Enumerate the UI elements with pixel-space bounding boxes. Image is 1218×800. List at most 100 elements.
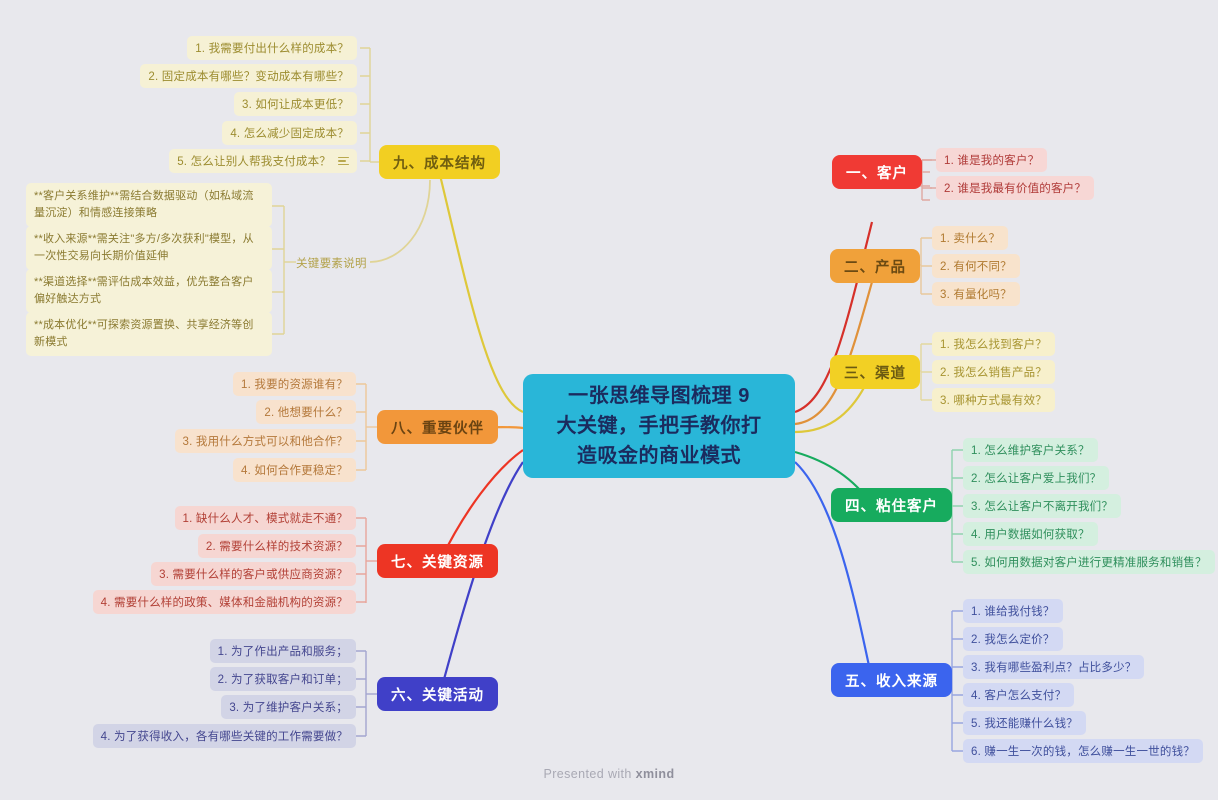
- leaf-revenue-4[interactable]: 4. 客户怎么支付？: [963, 683, 1075, 707]
- notes-icon[interactable]: [338, 156, 349, 166]
- leaf-text: 5. 怎么让别人帮我支付成本？: [177, 156, 331, 168]
- central-line-2: 大关键，手把手教你打: [556, 415, 762, 437]
- branch-cost[interactable]: 九、成本结构: [379, 145, 500, 179]
- leaf-revenue-1[interactable]: 1. 谁给我付钱？: [963, 599, 1063, 623]
- leaf-stickiness-4[interactable]: 4. 用户数据如何获取？: [963, 522, 1098, 546]
- leaf-resources-3[interactable]: 3. 需要什么样的客户或供应商资源？: [151, 562, 356, 586]
- leaf-partners-3[interactable]: 3. 我用什么方式可以和他合作？: [174, 429, 356, 453]
- note-item-1[interactable]: **客户关系维护**需结合数据驱动（如私域流量沉淀）和情感连接策略: [26, 183, 272, 227]
- leaf-text: 2. 他想要什么？: [264, 407, 348, 419]
- notes-group-label[interactable]: 关键要素说明: [296, 255, 367, 271]
- leaf-partners-4[interactable]: 4. 如何合作更稳定？: [233, 458, 356, 482]
- branch-resources-label: 七、关键资源: [391, 554, 484, 571]
- leaf-channel-3[interactable]: 3. 哪种方式最有效？: [932, 388, 1055, 412]
- leaf-text: 2. 需要什么样的技术资源？: [205, 541, 348, 553]
- leaf-channel-1[interactable]: 1. 我怎么找到客户？: [932, 332, 1055, 356]
- leaf-cost-2[interactable]: 2. 固定成本有哪些？变动成本有哪些？: [140, 64, 357, 88]
- leaf-cost-4[interactable]: 4. 怎么减少固定成本？: [222, 121, 357, 145]
- leaf-partners-2[interactable]: 2. 他想要什么？: [256, 400, 356, 424]
- footer-prefix: Presented with: [543, 767, 636, 781]
- leaf-text: 3. 为了维护客户关系；: [229, 702, 348, 714]
- leaf-activities-4[interactable]: 4. 为了获得收入，各有哪些关键的工作需要做？: [92, 724, 356, 748]
- leaf-text: 4. 需要什么样的政策、媒体和金融机构的资源？: [100, 597, 348, 609]
- leaf-cost-5[interactable]: 5. 怎么让别人帮我支付成本？: [169, 149, 357, 173]
- branch-customer-label: 一、客户: [846, 165, 908, 182]
- leaf-product-1[interactable]: 1. 卖什么？: [932, 226, 1009, 250]
- branch-stickiness[interactable]: 四、粘住客户: [831, 488, 952, 522]
- leaf-text: 2. 固定成本有哪些？变动成本有哪些？: [148, 71, 349, 83]
- leaf-text: 3. 怎么让客户不离开我们？: [971, 501, 1114, 513]
- branch-activities-label: 六、关键活动: [391, 687, 484, 704]
- leaf-stickiness-1[interactable]: 1. 怎么维护客户关系？: [963, 438, 1098, 462]
- leaf-text: 1. 我怎么找到客户？: [940, 339, 1047, 351]
- leaf-cost-3[interactable]: 3. 如何让成本更低？: [234, 92, 357, 116]
- leaf-product-3[interactable]: 3. 有量化吗？: [932, 282, 1020, 306]
- branch-cost-label: 九、成本结构: [393, 155, 486, 172]
- branch-resources[interactable]: 七、关键资源: [377, 544, 498, 578]
- leaf-resources-2[interactable]: 2. 需要什么样的技术资源？: [197, 534, 356, 558]
- branch-channel-label: 三、渠道: [844, 365, 906, 382]
- leaf-activities-3[interactable]: 3. 为了维护客户关系；: [221, 695, 356, 719]
- branch-product-label: 二、产品: [844, 259, 906, 276]
- branch-product[interactable]: 二、产品: [830, 249, 920, 283]
- leaf-text: 2. 我怎么销售产品？: [940, 367, 1047, 379]
- central-topic[interactable]: 一张思维导图梳理 9 大关键，手把手教你打 造吸金的商业模式: [523, 374, 795, 478]
- leaf-revenue-5[interactable]: 5. 我还能赚什么钱？: [963, 711, 1086, 735]
- leaf-text: 4. 客户怎么支付？: [971, 690, 1067, 702]
- branch-revenue[interactable]: 五、收入来源: [831, 663, 952, 697]
- leaf-text: 3. 我用什么方式可以和他合作？: [182, 436, 348, 448]
- leaf-text: 4. 如何合作更稳定？: [241, 465, 348, 477]
- notes-group-label-text: 关键要素说明: [296, 258, 367, 270]
- leaf-customer-2[interactable]: 2. 谁是我最有价值的客户？: [936, 176, 1095, 200]
- leaf-text: 1. 我要的资源谁有？: [241, 379, 348, 391]
- leaf-text: 4. 为了获得收入，各有哪些关键的工作需要做？: [100, 731, 348, 743]
- leaf-resources-4[interactable]: 4. 需要什么样的政策、媒体和金融机构的资源？: [92, 590, 356, 614]
- note-item-4[interactable]: **成本优化**可探索资源置换、共享经济等创新模式: [26, 312, 272, 356]
- leaf-revenue-6[interactable]: 6. 赚一生一次的钱，怎么赚一生一世的钱？: [963, 739, 1203, 763]
- leaf-text: 1. 缺什么人才、模式就走不通？: [182, 513, 348, 525]
- leaf-text: 2. 谁是我最有价值的客户？: [944, 183, 1087, 195]
- leaf-text: 1. 为了作出产品和服务；: [217, 646, 348, 658]
- leaf-text: 2. 怎么让客户爱上我们？: [971, 473, 1102, 485]
- leaf-text: 1. 谁是我的客户？: [944, 155, 1040, 167]
- central-line-1: 一张思维导图梳理 9: [568, 385, 750, 407]
- leaf-text: 1. 卖什么？: [940, 233, 1001, 245]
- leaf-text: 4. 用户数据如何获取？: [971, 529, 1090, 541]
- leaf-resources-1[interactable]: 1. 缺什么人才、模式就走不通？: [174, 506, 356, 530]
- branch-customer[interactable]: 一、客户: [832, 155, 922, 189]
- leaf-revenue-2[interactable]: 2. 我怎么定价？: [963, 627, 1063, 651]
- leaf-cost-1[interactable]: 1. 我需要付出什么样的成本？: [187, 36, 357, 60]
- note-item-3[interactable]: **渠道选择**需评估成本效益，优先整合客户偏好触达方式: [26, 269, 272, 313]
- leaf-product-2[interactable]: 2. 有何不同？: [932, 254, 1020, 278]
- branch-stickiness-label: 四、粘住客户: [845, 498, 938, 515]
- leaf-text: 3. 需要什么样的客户或供应商资源？: [159, 569, 348, 581]
- leaf-text: 6. 赚一生一次的钱，怎么赚一生一世的钱？: [971, 746, 1195, 758]
- leaf-channel-2[interactable]: 2. 我怎么销售产品？: [932, 360, 1055, 384]
- note-text: **成本优化**可探索资源置换、共享经济等创新模式: [34, 319, 254, 348]
- branch-activities[interactable]: 六、关键活动: [377, 677, 498, 711]
- branch-partners[interactable]: 八、重要伙伴: [377, 410, 498, 444]
- leaf-customer-1[interactable]: 1. 谁是我的客户？: [936, 148, 1048, 172]
- leaf-partners-1[interactable]: 1. 我要的资源谁有？: [233, 372, 356, 396]
- leaf-stickiness-5[interactable]: 5. 如何用数据对客户进行更精准服务和销售？: [963, 550, 1215, 574]
- leaf-text: 5. 如何用数据对客户进行更精准服务和销售？: [971, 557, 1207, 569]
- leaf-text: 2. 我怎么定价？: [971, 634, 1055, 646]
- leaf-text: 3. 有量化吗？: [940, 289, 1012, 301]
- leaf-stickiness-3[interactable]: 3. 怎么让客户不离开我们？: [963, 494, 1122, 518]
- leaf-text: 5. 我还能赚什么钱？: [971, 718, 1078, 730]
- leaf-revenue-3[interactable]: 3. 我有哪些盈利点？占比多少？: [963, 655, 1145, 679]
- branch-revenue-label: 五、收入来源: [845, 673, 938, 690]
- leaf-text: 4. 怎么减少固定成本？: [230, 128, 349, 140]
- leaf-text: 1. 我需要付出什么样的成本？: [195, 43, 349, 55]
- leaf-text: 2. 为了获取客户和订单；: [217, 674, 348, 686]
- footer-brand: xmind: [635, 767, 675, 781]
- leaf-stickiness-2[interactable]: 2. 怎么让客户爱上我们？: [963, 466, 1110, 490]
- leaf-activities-2[interactable]: 2. 为了获取客户和订单；: [209, 667, 356, 691]
- branch-channel[interactable]: 三、渠道: [830, 355, 920, 389]
- leaf-text: 3. 我有哪些盈利点？占比多少？: [971, 662, 1137, 674]
- leaf-text: 1. 谁给我付钱？: [971, 606, 1055, 618]
- note-text: **客户关系维护**需结合数据驱动（如私域流量沉淀）和情感连接策略: [34, 190, 254, 219]
- leaf-activities-1[interactable]: 1. 为了作出产品和服务；: [209, 639, 356, 663]
- note-item-2[interactable]: **收入来源**需关注"多方/多次获利"模型，从一次性交易向长期价值延伸: [26, 226, 272, 270]
